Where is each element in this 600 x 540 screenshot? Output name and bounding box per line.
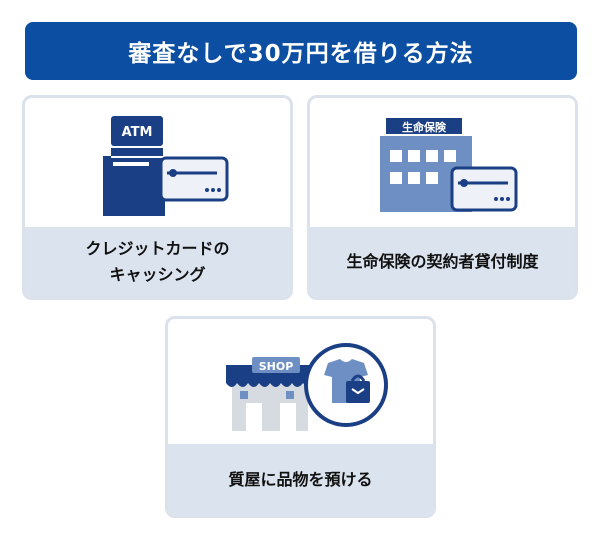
atm-sign-text: ATM [122, 125, 153, 140]
card-label: クレジットカードの キャッシング [25, 227, 290, 297]
insurance-illustration: 生命保険 [310, 98, 575, 230]
card-label-line2: キャッシング [109, 265, 206, 284]
atm-illustration: ATM [25, 98, 290, 230]
shop-icon: SHOP [226, 357, 314, 431]
page-title: 審査なしで30万円を借りる方法 [25, 22, 577, 80]
card-pawn-shop: SHOP 質屋に品物を預ける [165, 316, 436, 518]
items-circle-icon [304, 343, 388, 427]
building-sign-text: 生命保険 [402, 120, 447, 134]
card-credit-card-cashing: ATM クレジットカードの キャッシング [22, 95, 293, 300]
card-label-line1: クレジットカードの [85, 239, 230, 258]
card-label: 質屋に品物を預ける [168, 444, 433, 515]
credit-card-icon [450, 166, 518, 212]
atm-icon: ATM [103, 116, 165, 216]
card-label: 生命保険の契約者貸付制度 [310, 227, 575, 297]
card-life-insurance-loan: 生命保険 生命保険の契約者貸付制度 [307, 95, 578, 300]
shop-sign-text: SHOP [259, 360, 294, 373]
shop-illustration: SHOP [168, 319, 433, 447]
credit-card-icon [159, 156, 229, 202]
handbag-icon [346, 374, 370, 403]
